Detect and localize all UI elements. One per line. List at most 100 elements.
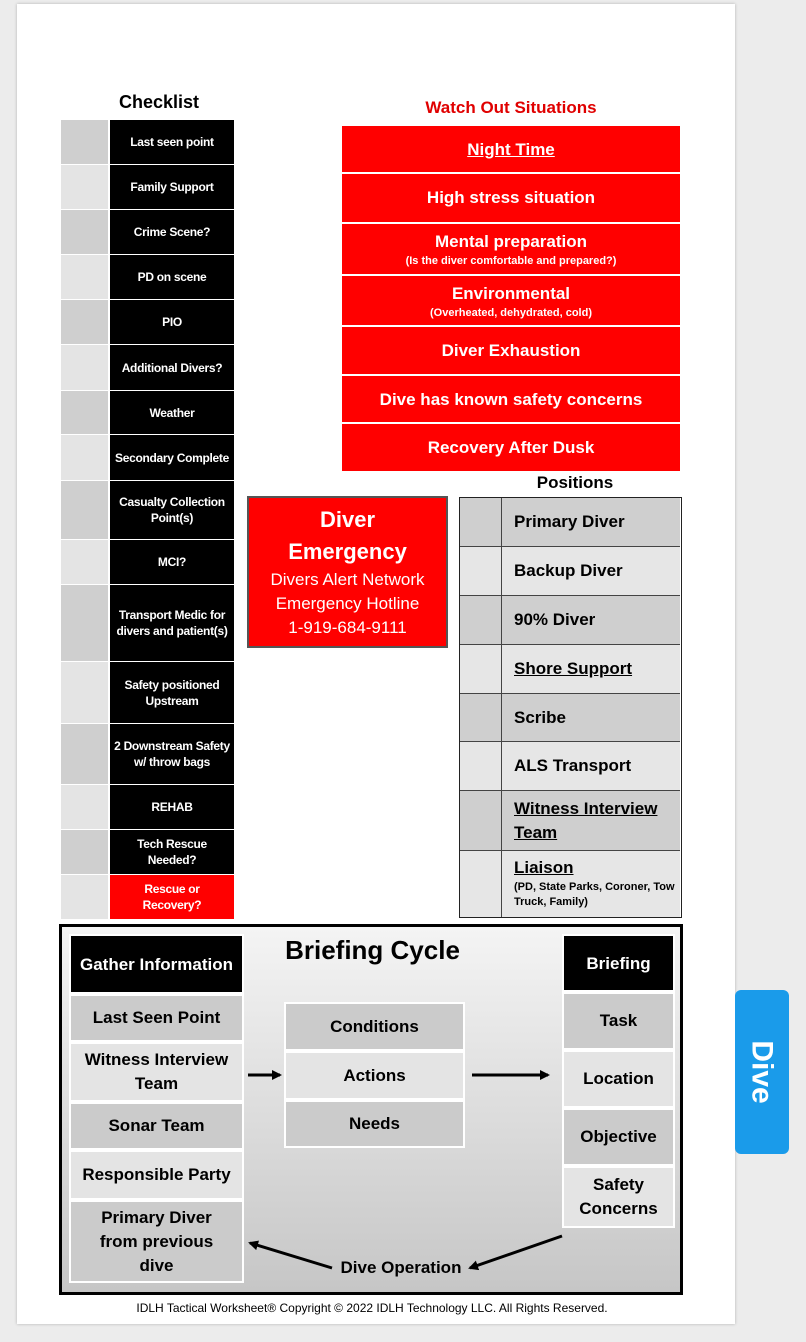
emergency-heading: Diver bbox=[319, 507, 376, 532]
checklist-label: Casualty Collection Point(s) bbox=[108, 481, 234, 539]
position-label: Backup Diver bbox=[514, 561, 623, 580]
position-checkbox[interactable] bbox=[460, 851, 502, 917]
position-row[interactable]: Scribe bbox=[460, 694, 680, 742]
checklist-label: Additional Divers? bbox=[108, 345, 234, 390]
watch-out-label: Environmental bbox=[451, 284, 571, 303]
checkbox[interactable] bbox=[61, 255, 108, 299]
position-checkbox[interactable] bbox=[460, 498, 502, 546]
watch-out-sub: (Is the diver comfortable and prepared?) bbox=[405, 255, 617, 267]
checklist-item[interactable]: Safety positioned Upstream bbox=[61, 661, 234, 723]
gather-item: Responsible Party bbox=[69, 1150, 244, 1200]
checklist-item[interactable]: Weather bbox=[61, 390, 234, 434]
emergency-line: Emergency Hotline bbox=[275, 594, 420, 613]
watch-out-item: Mental preparation (Is the diver comforta… bbox=[342, 222, 680, 275]
checklist-label: Transport Medic for divers and patient(s… bbox=[108, 585, 234, 661]
dive-side-tab[interactable]: Dive bbox=[735, 990, 789, 1154]
checklist-label: MCI? bbox=[108, 540, 234, 584]
checkbox[interactable] bbox=[61, 391, 108, 434]
position-detail: (PD, State Parks, Coroner, Tow Truck, Fa… bbox=[514, 881, 675, 908]
checklist-item[interactable]: PIO bbox=[61, 299, 234, 344]
gather-item: Last Seen Point bbox=[69, 994, 244, 1042]
checklist-item[interactable]: Last seen point bbox=[61, 119, 234, 164]
watch-out-label: High stress situation bbox=[426, 188, 596, 207]
emergency-phone[interactable]: 1-919-684-9111 bbox=[288, 618, 407, 637]
checkbox[interactable] bbox=[61, 875, 108, 919]
checkbox[interactable] bbox=[61, 830, 108, 874]
checkbox[interactable] bbox=[61, 345, 108, 390]
watch-out-sub: (Overheated, dehydrated, cold) bbox=[430, 307, 592, 319]
watch-out-item: Environmental (Overheated, dehydrated, co… bbox=[342, 274, 680, 327]
checklist-item[interactable]: Secondary Complete bbox=[61, 434, 234, 480]
briefing-item: Safety Concerns bbox=[562, 1166, 675, 1228]
watch-out-label: Mental preparation bbox=[434, 232, 588, 251]
position-label: ALS Transport bbox=[514, 756, 632, 775]
middle-item: Actions bbox=[284, 1051, 465, 1100]
checklist-item[interactable]: 2 Downstream Safety w/ throw bags bbox=[61, 723, 234, 784]
position-checkbox[interactable] bbox=[460, 547, 502, 595]
checklist-item[interactable]: Crime Scene? bbox=[61, 209, 234, 254]
position-row[interactable]: 90% Diver bbox=[460, 596, 680, 645]
checklist-label: Secondary Complete bbox=[108, 435, 234, 480]
position-row[interactable]: Liaison (PD, State Parks, Coroner, Tow Tr… bbox=[460, 851, 680, 917]
position-row[interactable]: ALS Transport bbox=[460, 742, 680, 791]
checklist-item[interactable]: PD on scene bbox=[61, 254, 234, 299]
checklist-label: Crime Scene? bbox=[108, 210, 234, 254]
checkbox[interactable] bbox=[61, 662, 108, 723]
position-label: Shore Support bbox=[514, 659, 633, 678]
watch-out-item: Diver Exhaustion bbox=[342, 325, 680, 375]
watch-out-item: High stress situation bbox=[342, 172, 680, 222]
position-label: Witness Interview Team bbox=[514, 798, 658, 842]
checkbox[interactable] bbox=[61, 435, 108, 480]
checklist-item[interactable]: Family Support bbox=[61, 164, 234, 209]
checklist-label: Safety positioned Upstream bbox=[108, 662, 234, 723]
watch-out-item: Recovery After Dusk bbox=[342, 422, 680, 471]
position-label: Liaison bbox=[514, 858, 574, 877]
checklist-item[interactable]: Transport Medic for divers and patient(s… bbox=[61, 584, 234, 661]
emergency-line: Divers Alert Network bbox=[270, 570, 425, 589]
position-row[interactable]: Backup Diver bbox=[460, 547, 680, 596]
dive-operation-label: Dive Operation bbox=[340, 1258, 462, 1277]
briefing-cycle-title: Briefing Cycle bbox=[285, 935, 460, 965]
checklist-item[interactable]: Tech Rescue Needed? bbox=[61, 829, 234, 874]
gather-item: Primary Diver from previous dive bbox=[69, 1200, 244, 1283]
checkbox[interactable] bbox=[61, 210, 108, 254]
checklist-label: 2 Downstream Safety w/ throw bags bbox=[108, 724, 234, 784]
position-checkbox[interactable] bbox=[460, 791, 502, 850]
checklist-label: PD on scene bbox=[108, 255, 234, 299]
checklist-item[interactable]: Casualty Collection Point(s) bbox=[61, 480, 234, 539]
checkbox[interactable] bbox=[61, 540, 108, 584]
checkbox[interactable] bbox=[61, 585, 108, 661]
checkbox[interactable] bbox=[61, 785, 108, 829]
checklist-item[interactable]: Additional Divers? bbox=[61, 344, 234, 390]
checklist-item[interactable]: Rescue or Recovery? bbox=[61, 874, 234, 919]
briefing-item: Location bbox=[562, 1050, 675, 1108]
briefing-item: Task bbox=[562, 992, 675, 1050]
position-label: Scribe bbox=[514, 707, 566, 727]
checklist-label: PIO bbox=[108, 300, 234, 344]
checklist-title: Checklist bbox=[118, 92, 200, 112]
checkbox[interactable] bbox=[61, 120, 108, 164]
checkbox[interactable] bbox=[61, 724, 108, 784]
checklist-label: Family Support bbox=[108, 165, 234, 209]
position-label: Primary Diver bbox=[514, 512, 625, 531]
checklist-item[interactable]: REHAB bbox=[61, 784, 234, 829]
position-row[interactable]: Primary Diver bbox=[460, 498, 680, 547]
checklist-label: REHAB bbox=[108, 785, 234, 829]
watch-out-item: Dive has known safety concerns bbox=[342, 374, 680, 424]
middle-item: Conditions bbox=[284, 1002, 465, 1051]
position-checkbox[interactable] bbox=[460, 742, 502, 790]
watch-out-label: Recovery After Dusk bbox=[427, 437, 595, 457]
position-checkbox[interactable] bbox=[460, 645, 502, 693]
position-checkbox[interactable] bbox=[460, 694, 502, 741]
checklist-label: Last seen point bbox=[108, 120, 234, 164]
gather-item: Sonar Team bbox=[69, 1102, 244, 1150]
position-row[interactable]: Shore Support bbox=[460, 645, 680, 694]
checklist-label: Weather bbox=[108, 391, 234, 434]
checkbox[interactable] bbox=[61, 300, 108, 344]
position-row[interactable]: Witness Interview Team bbox=[460, 791, 680, 851]
checkbox[interactable] bbox=[61, 481, 108, 539]
checklist-label: Rescue or Recovery? bbox=[108, 875, 234, 919]
checkbox[interactable] bbox=[61, 165, 108, 209]
checklist-item[interactable]: MCI? bbox=[61, 539, 234, 584]
position-checkbox[interactable] bbox=[460, 596, 502, 644]
